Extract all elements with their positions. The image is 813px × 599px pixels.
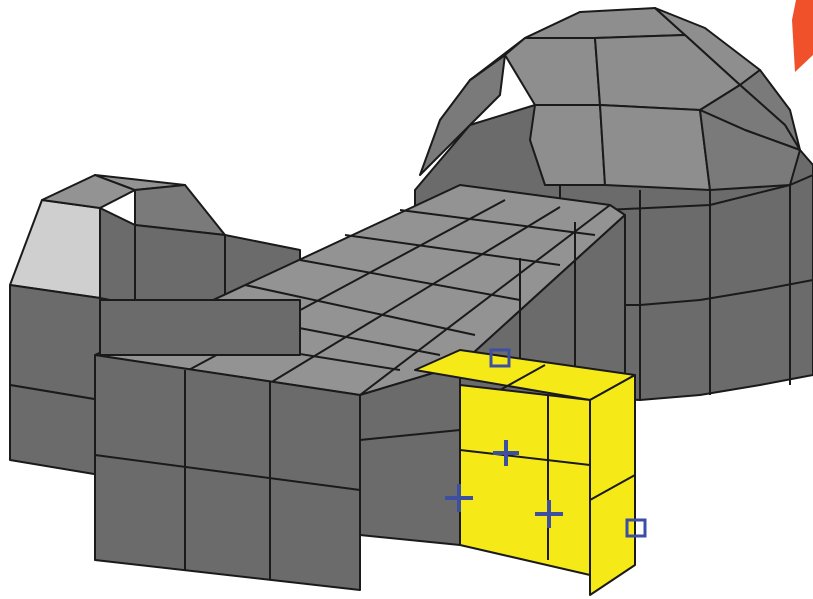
front-block-mesh[interactable] <box>94 354 461 591</box>
hub-face[interactable] <box>9 384 101 476</box>
dome-face[interactable] <box>599 104 711 191</box>
dome-face[interactable] <box>504 37 601 106</box>
dome-face[interactable] <box>529 104 606 186</box>
hub-face[interactable] <box>99 207 136 306</box>
left-hub-mesh[interactable] <box>9 174 301 476</box>
gizmo-handles[interactable] <box>445 348 647 538</box>
hub-face[interactable] <box>134 224 226 306</box>
move-cross-icon[interactable] <box>445 484 473 512</box>
selected-side-face[interactable] <box>589 374 636 596</box>
selected-face-group[interactable] <box>414 349 636 596</box>
move-cross-icon[interactable] <box>493 440 519 466</box>
corner-marker-icon <box>792 0 813 72</box>
square-handle-icon[interactable] <box>625 518 647 538</box>
selected-front-face[interactable] <box>459 384 591 576</box>
hub-face[interactable] <box>9 284 101 401</box>
corridor-back-wall[interactable] <box>99 299 301 356</box>
hub-face-pale[interactable] <box>9 199 101 299</box>
corridor-mesh[interactable] <box>94 184 626 401</box>
inner-side[interactable] <box>359 364 461 546</box>
square-handle-icon[interactable] <box>489 348 511 368</box>
move-cross-icon[interactable] <box>535 500 563 528</box>
dome-face[interactable] <box>699 109 801 191</box>
